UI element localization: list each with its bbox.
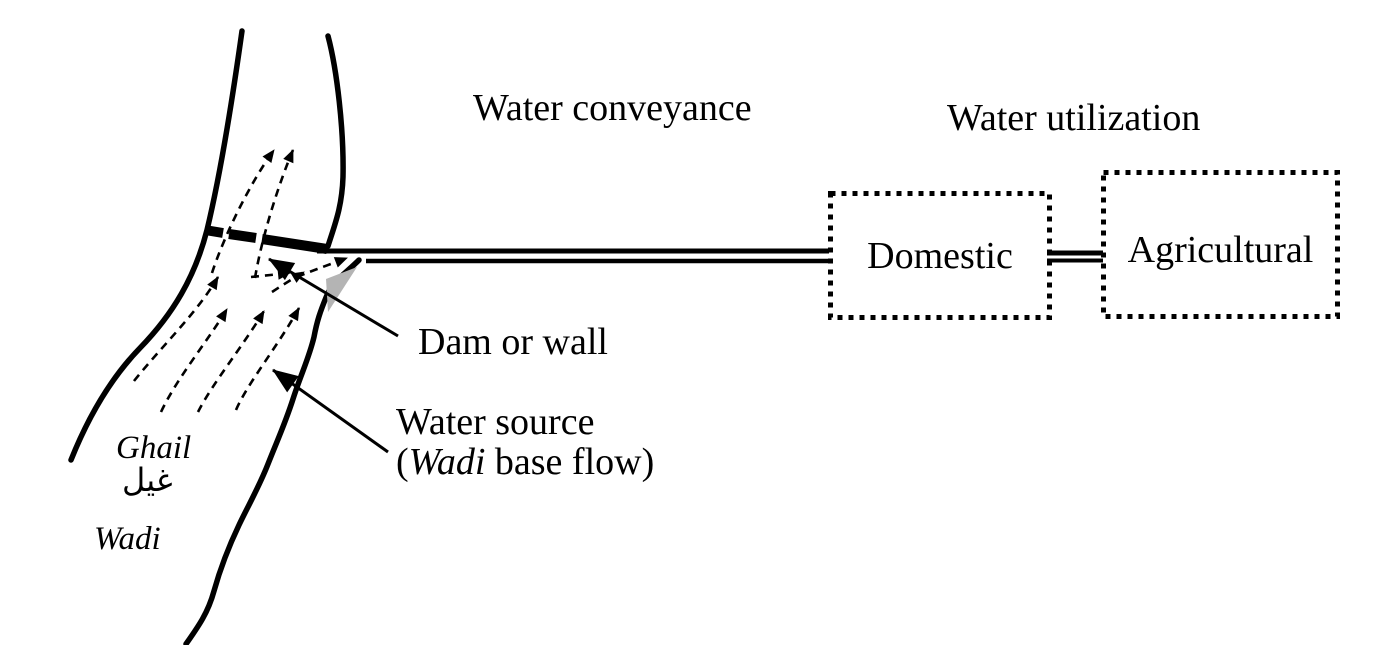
flow-arrow-icon (296, 256, 348, 279)
flow-arrow-icon (234, 307, 301, 411)
flow-arrows (132, 149, 348, 413)
flow-arrow-icon (253, 149, 295, 279)
wadi-label: Wadi (94, 521, 161, 557)
agricultural-box-label: Agricultural (1127, 228, 1314, 271)
dam-pointer-arrow-icon (268, 257, 399, 338)
dam-segment (261, 234, 328, 254)
intake-shade-triangle (326, 267, 357, 312)
water-source-paren: ( (396, 441, 409, 483)
water-conveyance-title: Water conveyance (473, 87, 752, 129)
water-source-label: Water source (Wadi base flow) (396, 402, 654, 482)
dam-or-wall-label: Dam or wall (418, 321, 608, 363)
wadi-right-bank-lower (183, 257, 362, 645)
flow-arrow-icon (196, 310, 266, 413)
domestic-box-label: Domestic (867, 234, 1013, 277)
dam-or-wall-bar (204, 225, 328, 254)
dam-segment (228, 229, 257, 243)
water-utilization-title: Water utilization (947, 97, 1201, 139)
ghail-label: Ghail (116, 430, 192, 466)
wadi-left-bank (68, 28, 245, 463)
conveyance-pipe (317, 248, 829, 264)
ghail-arabic-label: غيل (122, 461, 173, 499)
flow-arrow-icon (159, 308, 229, 413)
agricultural-box (1101, 170, 1340, 319)
water-source-wadi-italic: Wadi (408, 441, 486, 483)
wadi-right-bank-upper (325, 33, 346, 249)
pointer-lines (268, 257, 399, 454)
domestic-box (828, 191, 1052, 320)
domestic-agricultural-connector (1047, 250, 1103, 263)
water-source-line1: Water source (396, 401, 595, 443)
wadi-channel (68, 28, 362, 645)
water-source-tail: base flow) (485, 441, 655, 483)
flow-arrow-icon (271, 270, 305, 294)
flow-arrow-icon (132, 276, 220, 382)
water-source-pointer-arrow-icon (272, 368, 389, 454)
dam-segment (204, 225, 224, 238)
